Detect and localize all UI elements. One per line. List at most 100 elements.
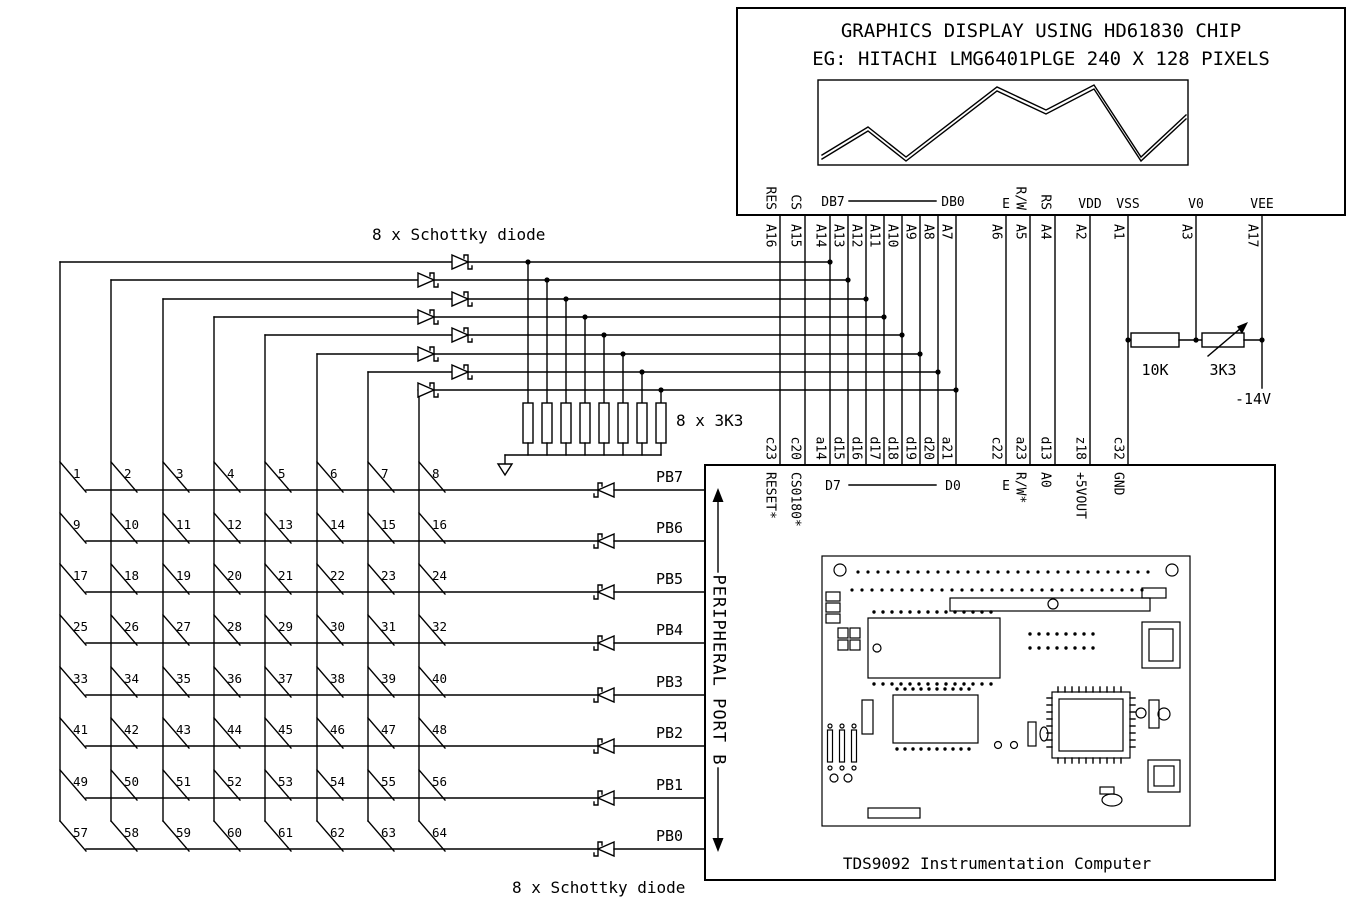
pcb-pad: [1130, 588, 1134, 592]
switch-7-number: 7: [381, 466, 389, 481]
pcb-pin: [903, 687, 907, 691]
pcb-pad: [900, 588, 904, 592]
computer-pin-label: c32: [1111, 437, 1126, 460]
switch-42-number: 42: [124, 722, 139, 737]
junction-dot: [863, 296, 869, 302]
pcb-mounting-hole: [1165, 563, 1179, 577]
schottky-diode-row-3-bar: [593, 584, 603, 600]
pcb-pin: [962, 682, 966, 686]
pcb-pad: [990, 588, 994, 592]
pcb-pin: [959, 747, 963, 751]
pcb-pin: [827, 765, 833, 771]
pcb-pin: [890, 610, 894, 614]
junction-dot: [881, 314, 887, 320]
switch-22-number: 22: [330, 568, 345, 583]
display-title: GRAPHICS DISPLAY USING HD61830 CHIP: [841, 20, 1241, 42]
pcb-header-pin: [838, 729, 846, 763]
pcb-pad: [856, 570, 860, 574]
switch-53-number: 53: [278, 774, 293, 789]
pcb-pin: [1046, 646, 1050, 650]
switch-16-lever: [418, 512, 446, 544]
computer-pin-label: a23: [1013, 437, 1028, 460]
switch-64-number: 64: [432, 825, 447, 840]
pcb-pin: [899, 610, 903, 614]
computer-pin-label: c20: [788, 437, 803, 460]
display-screen: [817, 79, 1189, 166]
pcb-part: [837, 639, 849, 651]
pcb-pad: [980, 588, 984, 592]
pcb-pad: [880, 588, 884, 592]
ground-symbol-icon: [496, 463, 514, 477]
pcb-pad: [1096, 570, 1100, 574]
pot-3k3: [1201, 332, 1245, 348]
pcb-pin: [1037, 632, 1041, 636]
switch-61-number: 61: [278, 825, 293, 840]
computer-port-label: R/W*: [1013, 472, 1028, 503]
pcb-plcc-chip: [1051, 691, 1131, 759]
pcb-pin: [851, 723, 857, 729]
schottky-diode-row-4-bar: [593, 635, 603, 651]
pcb-part: [1058, 698, 1124, 752]
schottky-diode-top-5: [451, 326, 470, 344]
pcb-pad: [1090, 588, 1094, 592]
switch-13-number: 13: [278, 517, 293, 532]
pcb-pad: [986, 570, 990, 574]
switch-63-number: 63: [381, 825, 396, 840]
pcb-part: [837, 627, 849, 639]
switch-51-number: 51: [176, 774, 191, 789]
pcb-pin: [908, 682, 912, 686]
switch-3-number: 3: [176, 466, 184, 481]
switch-59-number: 59: [176, 825, 191, 840]
pcb-resistor-network: [949, 597, 1151, 612]
pcb-connector: [1141, 621, 1181, 669]
computer-pin-label: d16: [849, 437, 864, 460]
pcb-part: [872, 643, 882, 653]
pcb-pad: [1026, 570, 1030, 574]
switch-48-lever: [418, 717, 446, 749]
pcb-pad: [1076, 570, 1080, 574]
wire-label-a2: A2: [1073, 224, 1088, 240]
pcb-pad: [876, 570, 880, 574]
switch-35-number: 35: [176, 671, 191, 686]
switch-44-number: 44: [227, 722, 242, 737]
switch-29-lever: [264, 614, 292, 646]
pcb-pad: [1036, 570, 1040, 574]
pot-arrowhead-icon: [1237, 322, 1248, 334]
pcb-board-outline: [821, 555, 1191, 827]
switch-45-lever: [264, 717, 292, 749]
switch-14-number: 14: [330, 517, 345, 532]
neg-supply-label: -14V: [1235, 390, 1271, 408]
display-pin-label: VEE: [1250, 197, 1273, 212]
wire-label-a6: A6: [989, 224, 1004, 240]
pcb-part: [843, 773, 853, 783]
computer-pin-label: d20: [921, 437, 936, 460]
junction-dot: [827, 259, 833, 265]
switch-29-number: 29: [278, 619, 293, 634]
switch-30-lever: [316, 614, 344, 646]
schottky-top-label: 8 x Schottky diode: [372, 225, 545, 244]
pcb-part: [1101, 793, 1123, 807]
pcb-pin: [967, 747, 971, 751]
schottky-diode-row-8-bar: [593, 841, 603, 857]
display-pin-label: R/W: [1013, 187, 1028, 211]
switch-45-number: 45: [278, 722, 293, 737]
switch-12-number: 12: [227, 517, 242, 532]
switch-38-lever: [316, 666, 344, 698]
pcb-pad: [1020, 588, 1024, 592]
switch-46-lever: [316, 717, 344, 749]
switch-21-lever: [264, 563, 292, 595]
switch-14-lever: [316, 512, 344, 544]
schottky-diode-top-7: [451, 363, 470, 381]
wire-label-a11: A11: [867, 224, 882, 247]
pulldown-resistor-6: [617, 402, 629, 444]
computer-pin-label: a14: [813, 437, 828, 461]
pcb-part: [861, 699, 874, 735]
switch-55-number: 55: [381, 774, 396, 789]
switch-63-lever: [367, 820, 395, 852]
switch-19-lever: [162, 563, 190, 595]
computer-port-label: +5VOUT: [1073, 472, 1088, 519]
switch-21-number: 21: [278, 568, 293, 583]
display-pin-db7: DB7: [821, 195, 844, 210]
pullup-bank-label: 8 x 3K3: [676, 411, 743, 430]
switch-31-lever: [367, 614, 395, 646]
